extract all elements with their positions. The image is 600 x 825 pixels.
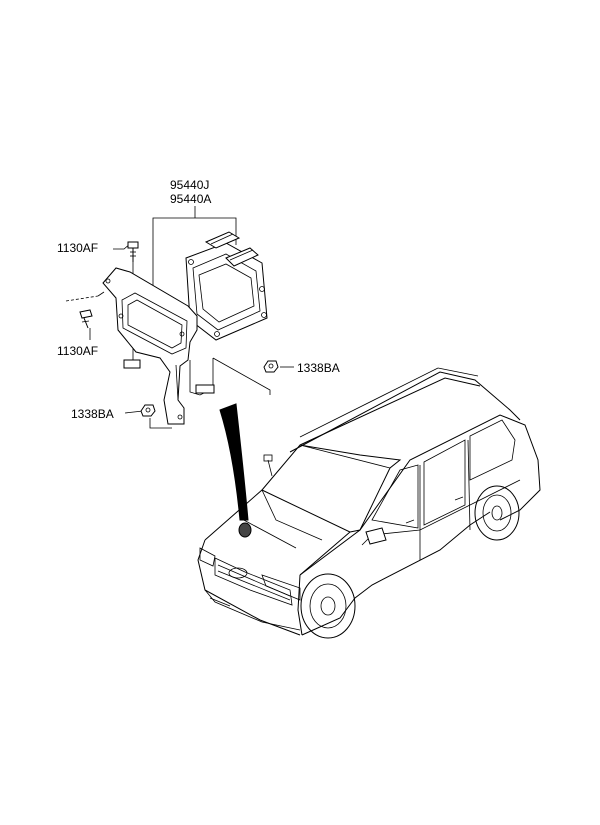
nut-left-icon[interactable] (140, 404, 156, 417)
nut-right-icon[interactable] (263, 360, 279, 373)
label-nut-left[interactable]: 1338BA (71, 407, 114, 421)
location-arrow-icon (219, 403, 249, 521)
ecu-module-icon[interactable] (185, 231, 268, 341)
label-ecu-95440j[interactable]: 95440J (170, 178, 209, 192)
ecu-bracket-icon[interactable] (102, 267, 215, 425)
vehicle-suv-icon (197, 367, 541, 639)
label-bolt-upper[interactable]: 1130AF (57, 241, 98, 255)
ecu-location-marker (238, 522, 252, 538)
bolt-upper-icon[interactable] (127, 241, 139, 262)
label-bolt-lower[interactable]: 1130AF (57, 344, 98, 358)
label-ecu-95440a[interactable]: 95440A (170, 192, 211, 206)
label-nut-right[interactable]: 1338BA (297, 361, 340, 375)
bolt-lower-icon[interactable] (79, 309, 93, 329)
